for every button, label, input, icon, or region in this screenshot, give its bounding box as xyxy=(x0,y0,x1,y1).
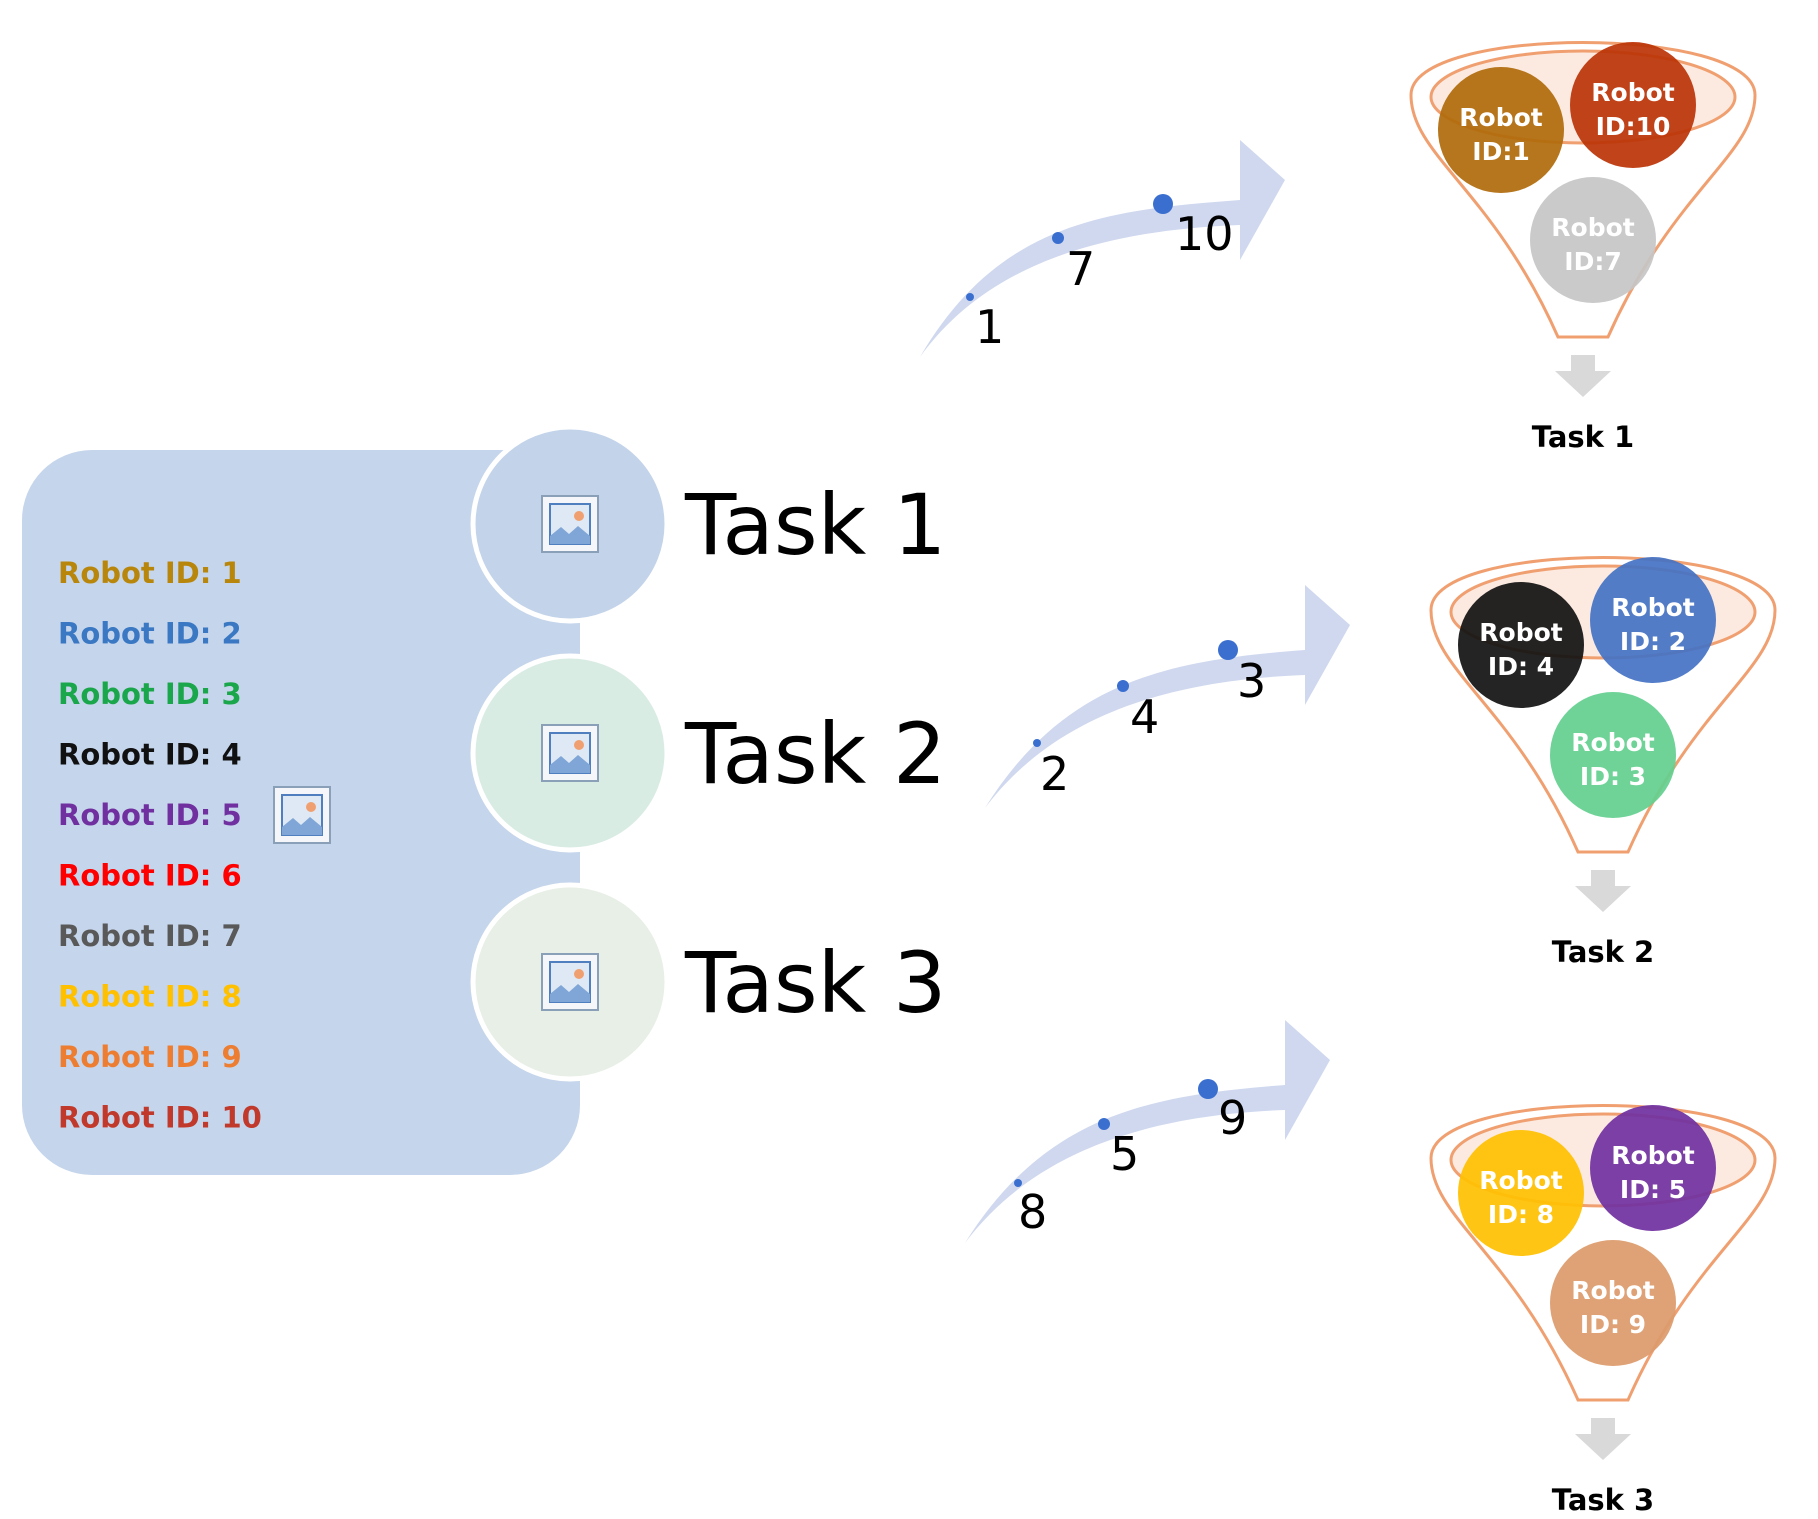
sequence-number: 5 xyxy=(1110,1127,1139,1181)
robot-bubble-label: Robot xyxy=(1571,728,1654,757)
sequence-dot xyxy=(1198,1079,1218,1099)
robot-id-label: Robot ID: 1 xyxy=(58,556,242,590)
robot-bubble-id: ID: 8 xyxy=(1488,1200,1554,1229)
sequence-dot xyxy=(1098,1118,1110,1130)
sequence-dot xyxy=(966,293,974,301)
funnel-caption: Task 2 xyxy=(1552,935,1654,969)
robot-bubble-id: ID: 4 xyxy=(1488,652,1554,681)
funnel-caption: Task 3 xyxy=(1552,1483,1654,1517)
assignment-arrow-2: 2 4 3 xyxy=(985,585,1350,808)
robot-bubble-id: ID: 2 xyxy=(1620,627,1686,656)
task-3-label: Task 3 xyxy=(684,934,946,1032)
picture-icon xyxy=(541,953,599,1011)
robot-bubble-label: Robot xyxy=(1611,1141,1694,1170)
task-item-1: Task 1 xyxy=(470,424,946,624)
sequence-dot xyxy=(1033,739,1041,747)
robot-id-label: Robot ID: 7 xyxy=(58,919,242,953)
robot-bubble-label: Robot xyxy=(1459,103,1542,132)
sequence-dot xyxy=(1153,194,1173,214)
sequence-number: 2 xyxy=(1040,747,1069,801)
robot-id-label: Robot ID: 5 xyxy=(58,798,242,832)
robot-id-label: Robot ID: 8 xyxy=(58,980,242,1014)
robot-id-label: Robot ID: 3 xyxy=(58,677,242,711)
robot-bubble-circle xyxy=(1550,692,1676,818)
robot-id-label: Robot ID: 10 xyxy=(58,1101,262,1135)
robot-bubble-id: ID: 3 xyxy=(1580,762,1646,791)
sequence-number: 3 xyxy=(1237,654,1266,708)
robot-bubble-label: Robot xyxy=(1571,1276,1654,1305)
robot-bubble-id: ID:10 xyxy=(1596,112,1671,141)
robot-id-label: Robot ID: 9 xyxy=(58,1040,242,1074)
robot-bubble-label: Robot xyxy=(1551,213,1634,242)
task-2-label: Task 2 xyxy=(684,705,946,803)
robot-bubble-label: Robot xyxy=(1479,1166,1562,1195)
robot-bubble-circle xyxy=(1458,582,1584,708)
robot-bubble-label: Robot xyxy=(1591,78,1674,107)
robot-id-label: Robot ID: 2 xyxy=(58,617,242,651)
sequence-number: 9 xyxy=(1218,1091,1247,1145)
task-1-label: Task 1 xyxy=(684,476,946,574)
down-arrow-icon xyxy=(1555,355,1611,397)
funnel-caption: Task 1 xyxy=(1532,420,1634,454)
robot-bubble-circle xyxy=(1438,67,1564,193)
robot-bubble-label: Robot xyxy=(1479,618,1562,647)
sequence-number: 4 xyxy=(1130,690,1159,744)
sequence-dot xyxy=(1052,232,1064,244)
sequence-number: 7 xyxy=(1066,242,1095,296)
down-arrow-icon xyxy=(1575,1418,1631,1460)
robot-bubble-circle xyxy=(1530,177,1656,303)
down-arrow-icon xyxy=(1575,870,1631,912)
robot-id-label: Robot ID: 4 xyxy=(58,738,242,772)
robot-id-label: Robot ID: 6 xyxy=(58,859,242,893)
robot-bubble-circle xyxy=(1570,42,1696,168)
sequence-dot xyxy=(1117,680,1129,692)
robot-bubble-id: ID: 5 xyxy=(1620,1175,1686,1204)
robot-bubble-circle xyxy=(1590,557,1716,683)
assignment-arrow-3: 8 5 9 xyxy=(965,1020,1330,1243)
task-item-2: Task 2 xyxy=(470,653,946,853)
robot-list-panel: Robot ID: 1 Robot ID: 2 Robot ID: 3 Robot I… xyxy=(22,450,580,1175)
sequence-dot xyxy=(1014,1179,1022,1187)
robot-bubble-circle xyxy=(1458,1130,1584,1256)
robot-bubble-id: ID: 9 xyxy=(1580,1310,1646,1339)
sequence-dot xyxy=(1218,640,1238,660)
sequence-number: 10 xyxy=(1175,207,1234,261)
picture-icon xyxy=(541,724,599,782)
robot-bubble-id: ID:1 xyxy=(1472,137,1529,166)
sequence-number: 8 xyxy=(1018,1185,1047,1239)
task-list: Task 1 Task 2 Task 3 xyxy=(470,424,946,1082)
sequence-number: 1 xyxy=(975,300,1004,354)
robot-bubble-circle xyxy=(1550,1240,1676,1366)
assignment-arrow-1: 1 7 10 xyxy=(920,140,1285,357)
robot-bubble-circle xyxy=(1590,1105,1716,1231)
picture-icon xyxy=(541,495,599,553)
picture-icon xyxy=(273,786,331,844)
robot-bubble-id: ID:7 xyxy=(1564,247,1621,276)
robot-id-list: Robot ID: 1 Robot ID: 2 Robot ID: 3 Robot I… xyxy=(58,556,262,1135)
robot-bubble-label: Robot xyxy=(1611,593,1694,622)
task-item-3: Task 3 xyxy=(470,882,946,1082)
